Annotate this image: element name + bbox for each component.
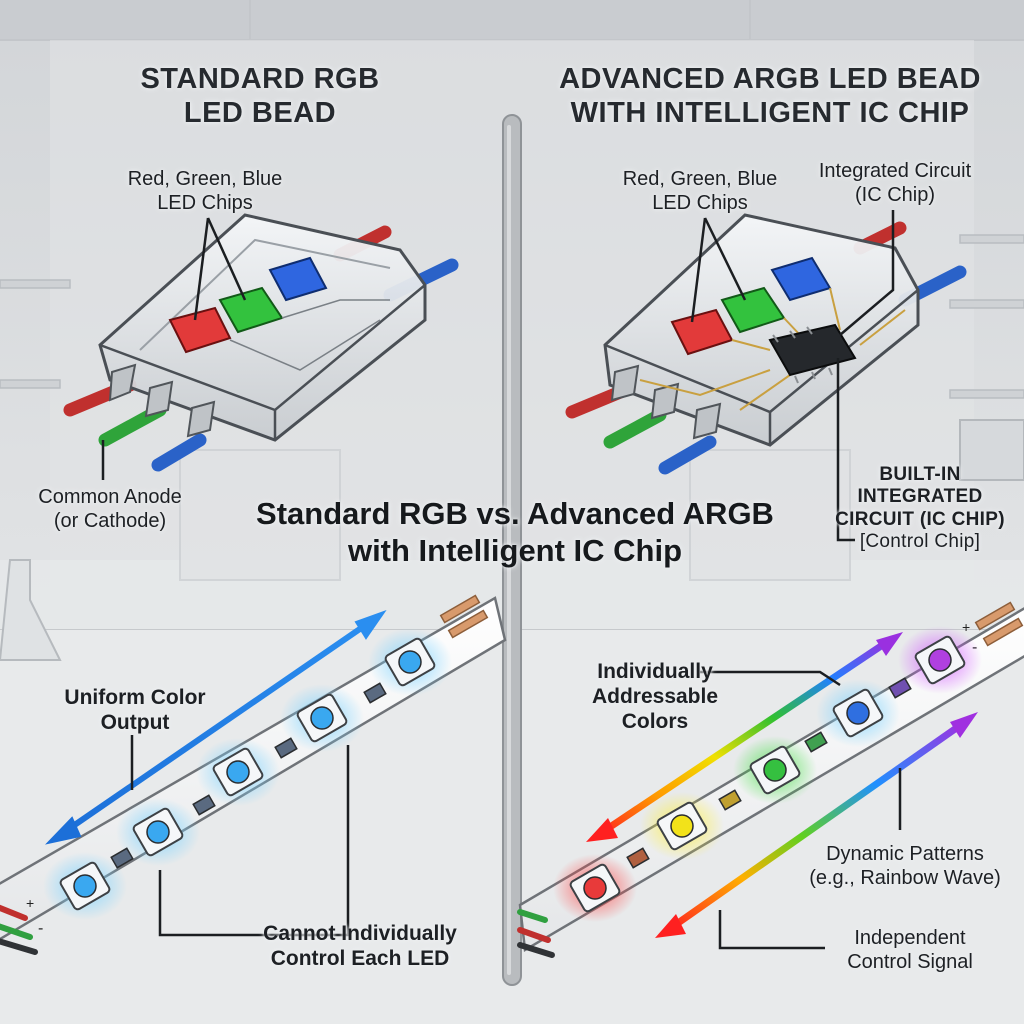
ic-chip [768,323,857,377]
strip-resistor-1 [110,847,134,869]
uniform-led-3 [196,738,280,806]
indep-line1: Independent [854,927,966,949]
left-title-line2: LED BEAD [183,97,337,130]
plus-mark: + [26,895,34,911]
strip-resistor-2 [718,789,742,811]
right-chips-label: Red, Green, Blue LED Chips [575,168,825,215]
uniform-led-2 [116,798,200,866]
left-title: STANDARD RGB LED BEAD [110,62,410,130]
dynamic-patterns-label: Dynamic Patterns (e.g., Rainbow Wave) [790,843,1020,890]
builtin-line1: BUILT-IN [879,464,961,485]
strip-resistor-4 [888,677,912,699]
uniform-color-label: Uniform Color Output [35,686,235,736]
leader-lines [101,210,902,950]
right-chips-line1: Red, Green, Blue [622,168,778,190]
addressable-led-5 [898,626,982,694]
dynamic-line1: Dynamic Patterns [826,843,984,865]
addressable-led-3 [733,736,817,804]
ic-label-line2: (IC Chip) [854,183,935,206]
right-title-line1: ADVANCED ARGB LED BEAD [559,63,981,95]
cannot-control-label: Cannot Individually Control Each LED [235,922,485,972]
dynamic-line2: (e.g., Rainbow Wave) [809,866,1001,889]
right-chips-line2: LED Chips [652,191,748,214]
center-title-line2: with Intelligent IC Chip [347,532,683,568]
left-chips-label: Red, Green, Blue LED Chips [80,168,330,215]
standard-rgb-led-bead [63,213,459,472]
uniform-led-4 [280,684,364,752]
addressable-colors-arrow [586,632,903,842]
addressable-led-4 [816,679,900,747]
ic-label-line1: Integrated Circuit [818,160,972,182]
left-chips-line1: Red, Green, Blue [127,168,283,190]
uniform-line1: Uniform Color [64,686,206,709]
builtin-line3: CIRCUIT (IC CHIP) [835,508,1005,530]
addressable-led-2 [640,792,724,860]
uniform-led-5 [368,628,452,696]
builtin-line4: [Control Chip] [859,531,981,553]
center-title-line1: Standard RGB vs. Advanced ARGB [256,496,774,531]
addressable-led-1 [553,854,637,922]
built-in-ic-label: BUILT-IN INTEGRATED CIRCUIT (IC CHIP) [C… [830,464,1010,554]
left-title-line1: STANDARD RGB [140,63,380,95]
cannot-line2: Control Each LED [270,946,450,970]
uniform-line2: Output [100,710,170,734]
strip-resistor-3 [274,737,298,759]
builtin-line2: INTEGRATED [857,486,983,508]
common-anode-label: Common Anode (or Cathode) [20,486,200,533]
blue-led-chip [268,256,328,302]
center-divider [502,114,522,986]
red-led-chip [168,306,232,354]
addressable-label: Individually Addressable Colors [570,660,740,734]
anode-line1: Common Anode [38,486,182,508]
ic-chip-label: Integrated Circuit (IC Chip) [790,160,1000,207]
right-title-line2: WITH INTELLIGENT IC CHIP [570,97,970,130]
strip-resistor-4 [363,682,387,704]
center-title: Standard RGB vs. Advanced ARGB with Inte… [210,496,820,569]
cannot-line1: Cannot Individually [263,922,457,945]
argb-led-strip: + - [517,601,1024,958]
right-title: ADVANCED ARGB LED BEAD WITH INTELLIGENT … [545,62,995,130]
anode-line2: (or Cathode) [53,509,167,532]
addr-line3: Colors [621,709,689,733]
minus-mark: - [38,920,43,937]
strip-resistor-3 [804,731,828,753]
indep-line2: Control Signal [847,950,973,973]
strip-resistor-2 [192,794,216,816]
left-chips-line2: LED Chips [157,191,253,214]
uniform-led-strip: + - [0,594,507,955]
strip-resistor-1 [626,847,650,869]
independent-signal-label: Independent Control Signal [815,927,1005,974]
addr-line2: Addressable [591,684,719,708]
plus-mark: + [962,619,970,635]
addr-line1: Individually [597,660,713,683]
uniform-output-arrow [45,610,387,845]
uniform-led-1 [43,852,127,920]
rainbow-wave-arrow [655,712,978,938]
